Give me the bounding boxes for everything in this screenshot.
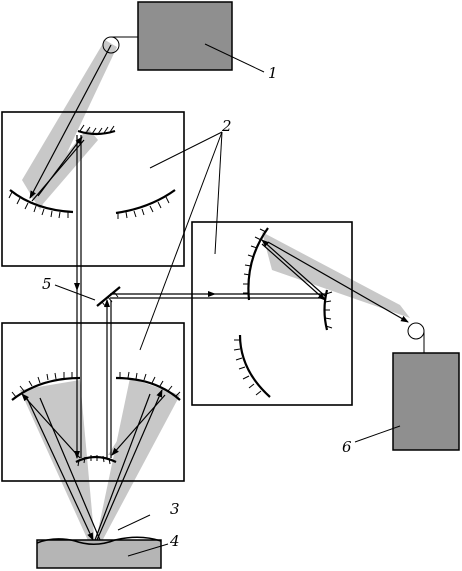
- bottom-inner-left-cone: [40, 395, 85, 455]
- beam-splitter-mirror: [96, 286, 121, 307]
- label-5: 5: [42, 275, 52, 293]
- bottom-right-cone: [95, 378, 180, 545]
- top-small-mirror: [77, 129, 116, 136]
- top-right-big-mirror: [115, 189, 176, 215]
- leader-2a: [149, 131, 223, 169]
- leader-6: [354, 425, 401, 443]
- bottom-left-box: [1, 322, 185, 482]
- top-left-big-mirror: [9, 189, 74, 214]
- label-2: 2: [221, 117, 232, 135]
- label-3: 3: [170, 500, 180, 518]
- label-6: 6: [342, 438, 352, 456]
- leader-2c: [139, 131, 223, 351]
- bottom-left-box-mirrors: [11, 371, 181, 467]
- leader-lines: [54, 43, 401, 557]
- beam-splitter-5: [96, 286, 121, 308]
- leader-5: [54, 284, 96, 301]
- device-1-box: [137, 1, 233, 71]
- leader-4: [127, 543, 169, 557]
- device-6-fiber-coupler: [407, 322, 425, 340]
- right-box: [191, 221, 353, 406]
- right-box-mirrors: [233, 227, 333, 398]
- bottom-inner-right-cone: [108, 390, 160, 455]
- sample-surface-layer: [36, 536, 162, 545]
- right-box-lower-mirror: [238, 334, 271, 398]
- label-4: 4: [169, 532, 180, 550]
- leader-2b: [214, 131, 223, 255]
- bottom-left-big-mirror: [11, 376, 81, 401]
- top-left-box-mirrors: [8, 124, 176, 219]
- input-beam-cone: [22, 40, 117, 210]
- sample: [36, 536, 162, 569]
- right-cone: [262, 232, 410, 318]
- leader-3: [117, 514, 151, 531]
- bottom-right-big-mirror: [115, 376, 181, 401]
- top-left-box: [1, 111, 185, 267]
- device-6-box: [392, 352, 460, 451]
- leader-1: [204, 43, 265, 73]
- beams: [21, 44, 409, 541]
- label-1: 1: [268, 64, 278, 82]
